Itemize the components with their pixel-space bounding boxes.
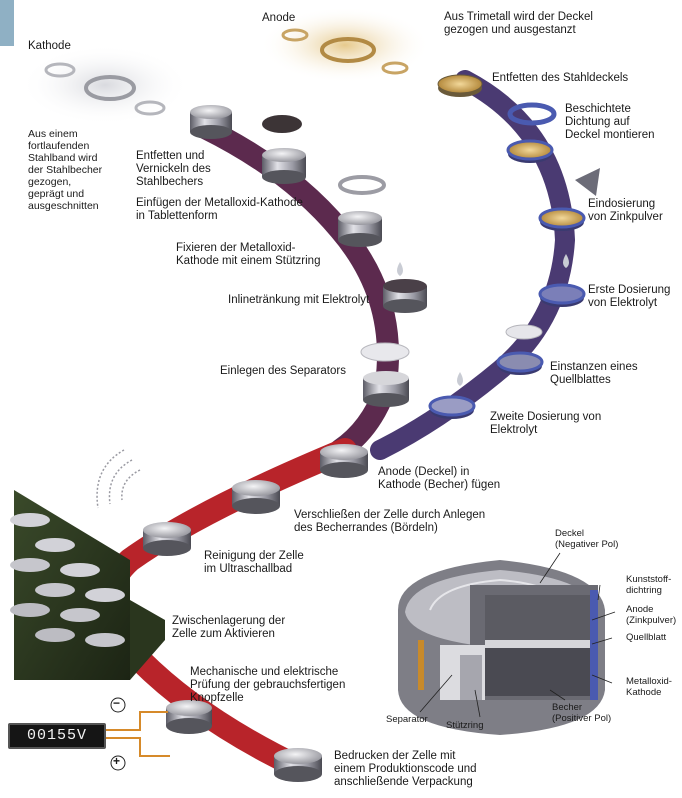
label-entfetten-stahldeckel: Entfetten des Stahldeckels (492, 72, 628, 85)
cell-assembled-3 (143, 522, 191, 556)
final-cell (274, 748, 322, 782)
separator-disc (361, 343, 409, 361)
label-einfuegen-kathode: Einfügen der Metalloxid-Kathode in Table… (136, 197, 303, 223)
deckel-4 (540, 285, 584, 307)
cutaway-label-metalloxid: Metalloxid- Kathode (626, 676, 672, 698)
cutaway-label-becher: Becher (Positiver Pol) (552, 702, 611, 724)
deckel-6 (430, 397, 474, 419)
label-inlinetraenkung: Inlinetränkung mit Elektrolyt (228, 294, 369, 307)
label-fixieren: Fixieren der Metalloxid- Kathode mit ein… (176, 242, 320, 268)
cell-becher-5 (363, 371, 409, 407)
label-zwischenlagerung: Zwischenlagerung der Zelle zum Aktiviere… (172, 615, 285, 641)
cutaway-label-anode-zink: Anode (Zinkpulver) (626, 604, 676, 626)
kathode-sheet (20, 45, 190, 125)
electrolyte-drop-icon (457, 372, 463, 386)
cell-assembled-2 (232, 480, 280, 514)
label-bedrucken: Bedrucken der Zelle mit einem Produktion… (334, 750, 477, 789)
plus-symbol: + (113, 755, 120, 768)
label-verschliessen: Verschließen der Zelle durch Anlegen des… (294, 509, 485, 535)
label-quellblatt: Einstanzen eines Quellblattes (550, 361, 638, 387)
stuetzring-part (340, 177, 384, 193)
deckel-5 (498, 353, 542, 375)
cutaway-label-quellblatt: Quellblatt (626, 632, 666, 643)
cell-becher-1 (190, 105, 232, 139)
label-anode: Anode (262, 12, 295, 25)
label-kathode: Kathode (28, 40, 71, 53)
storage-board (10, 490, 165, 680)
label-dichtung: Beschichtete Dichtung auf Deckel montier… (565, 103, 654, 142)
label-pruefung: Mechanische und elektrische Prüfung der … (190, 666, 345, 705)
kathode-tablet (262, 115, 302, 133)
cell-becher-2 (262, 148, 306, 184)
ultrasound-waves-icon (97, 450, 140, 508)
label-stahlband: Aus einem fortlaufenden Stahlband wird d… (28, 128, 102, 212)
zinkpulver-funnel-icon (575, 168, 600, 196)
label-anode-kathode: Anode (Deckel) in Kathode (Becher) fügen (378, 466, 500, 492)
cell-becher-4 (383, 279, 427, 313)
label-reinigung: Reinigung der Zelle im Ultraschallbad (204, 550, 304, 576)
label-trimetall: Aus Trimetall wird der Deckel gezogen un… (444, 11, 593, 37)
quellblatt-disc (506, 325, 542, 339)
label-zweite-dosierung: Zweite Dosierung von Elektrolyt (490, 411, 601, 437)
probe-wire (102, 712, 168, 730)
label-zinkpulver: Eindosierung von Zinkpulver (588, 198, 663, 224)
label-entfetten-becher: Entfetten und Vernickeln des Stahlbecher… (136, 150, 211, 189)
corner-photo (0, 0, 14, 46)
minus-symbol: − (113, 697, 120, 710)
label-separator: Einlegen des Separators (220, 365, 346, 378)
cell-becher-3 (338, 211, 382, 247)
deckel-1 (438, 75, 482, 97)
cutaway-label-kunststoff: Kunststoff- dichtring (626, 574, 671, 596)
cell-assembled-1 (320, 444, 368, 478)
label-erste-dosierung: Erste Dosierung von Elektrolyt (588, 284, 670, 310)
cutaway-label-deckel: Deckel (Negativer Pol) (555, 528, 618, 550)
deckel-2 (508, 141, 552, 163)
test-cell (166, 700, 212, 734)
voltmeter-display: 00155V (8, 723, 106, 749)
electrolyte-drop-icon (397, 262, 403, 276)
deckel-3 (540, 209, 584, 231)
cutaway-label-stuetzring: Stützring (446, 720, 484, 731)
cutaway-label-separator: Separator (386, 714, 428, 725)
